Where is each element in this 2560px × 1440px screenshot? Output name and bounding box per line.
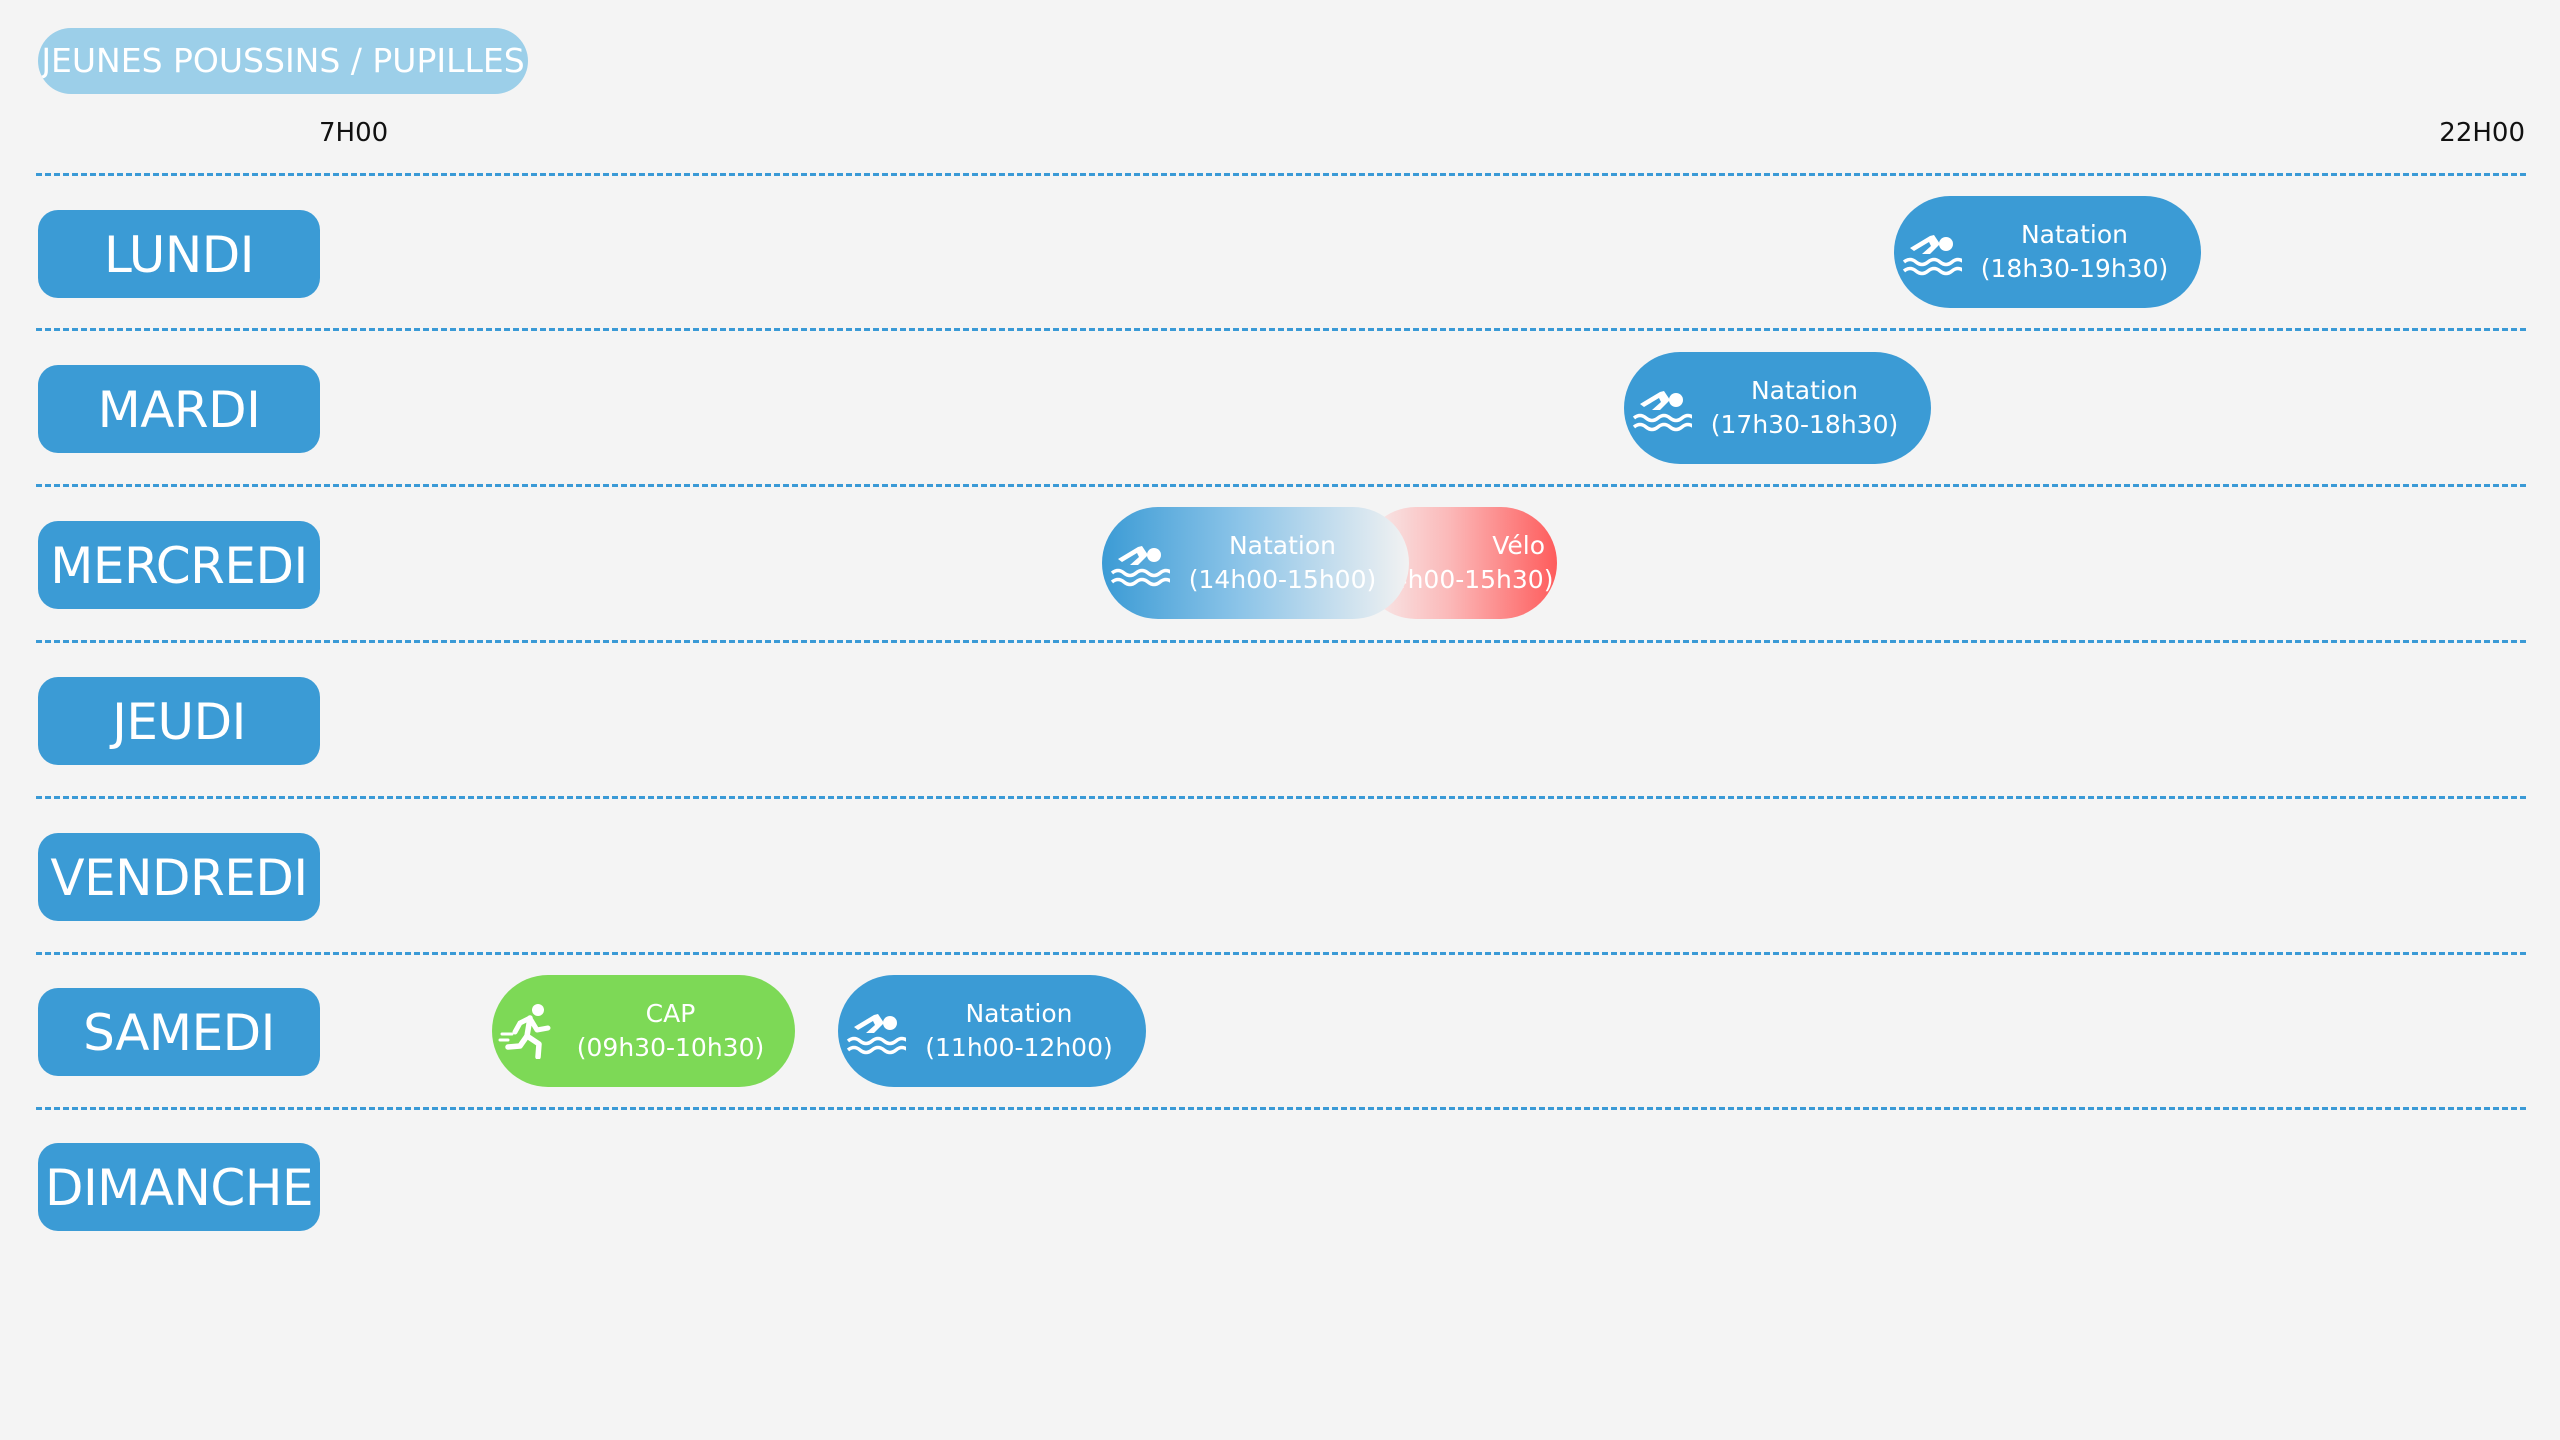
event-time: (14h00-15h00) bbox=[1188, 565, 1377, 594]
runner-icon bbox=[498, 1003, 560, 1059]
row-separator bbox=[36, 796, 2526, 799]
timeline-end-label: 22H00 bbox=[2439, 118, 2525, 148]
day-label-dimanche: DIMANCHE bbox=[38, 1143, 320, 1231]
row-separator bbox=[36, 1107, 2526, 1110]
event-title: Natation bbox=[1750, 376, 1859, 405]
event-mardi-natation[interactable]: Natation (17h30-18h30) bbox=[1624, 352, 1931, 464]
event-time: (11h00-12h00) bbox=[925, 1033, 1113, 1062]
row-separator bbox=[36, 952, 2526, 955]
event-title: Natation bbox=[1228, 531, 1337, 560]
timeline-start-label: 7H00 bbox=[319, 118, 389, 148]
event-time: (09h30-10h30) bbox=[576, 1033, 765, 1062]
event-samedi-natation[interactable]: Natation (11h00-12h00) bbox=[838, 975, 1146, 1087]
day-label-vendredi: VENDREDI bbox=[38, 833, 320, 921]
day-label-mardi: MARDI bbox=[38, 365, 320, 453]
day-label-mercredi: MERCREDI bbox=[38, 521, 320, 609]
row-separator bbox=[36, 484, 2526, 487]
day-label-jeudi: JEUDI bbox=[38, 677, 320, 765]
event-mercredi-natation[interactable]: Natation (14h00-15h00) bbox=[1102, 507, 1409, 619]
event-title: Natation bbox=[965, 999, 1073, 1028]
day-label-samedi: SAMEDI bbox=[38, 988, 320, 1076]
event-samedi-cap[interactable]: CAP (09h30-10h30) bbox=[492, 975, 795, 1087]
event-title: CAP bbox=[645, 999, 696, 1028]
day-label-lundi: LUNDI bbox=[38, 210, 320, 298]
event-title: Vélo bbox=[1492, 531, 1545, 560]
row-separator bbox=[36, 328, 2526, 331]
swimmer-icon bbox=[844, 1003, 906, 1059]
category-badge: JEUNES POUSSINS / PUPILLES bbox=[38, 28, 528, 94]
event-time: (18h30-19h30) bbox=[1980, 254, 2169, 283]
event-title: Natation bbox=[2020, 220, 2129, 249]
swimmer-icon bbox=[1630, 380, 1692, 436]
event-time: (17h30-18h30) bbox=[1710, 410, 1899, 439]
row-separator bbox=[36, 640, 2526, 643]
swimmer-icon bbox=[1900, 224, 1962, 280]
row-separator bbox=[36, 173, 2526, 176]
swimmer-icon bbox=[1108, 535, 1170, 591]
event-lundi-natation[interactable]: Natation (18h30-19h30) bbox=[1894, 196, 2201, 308]
